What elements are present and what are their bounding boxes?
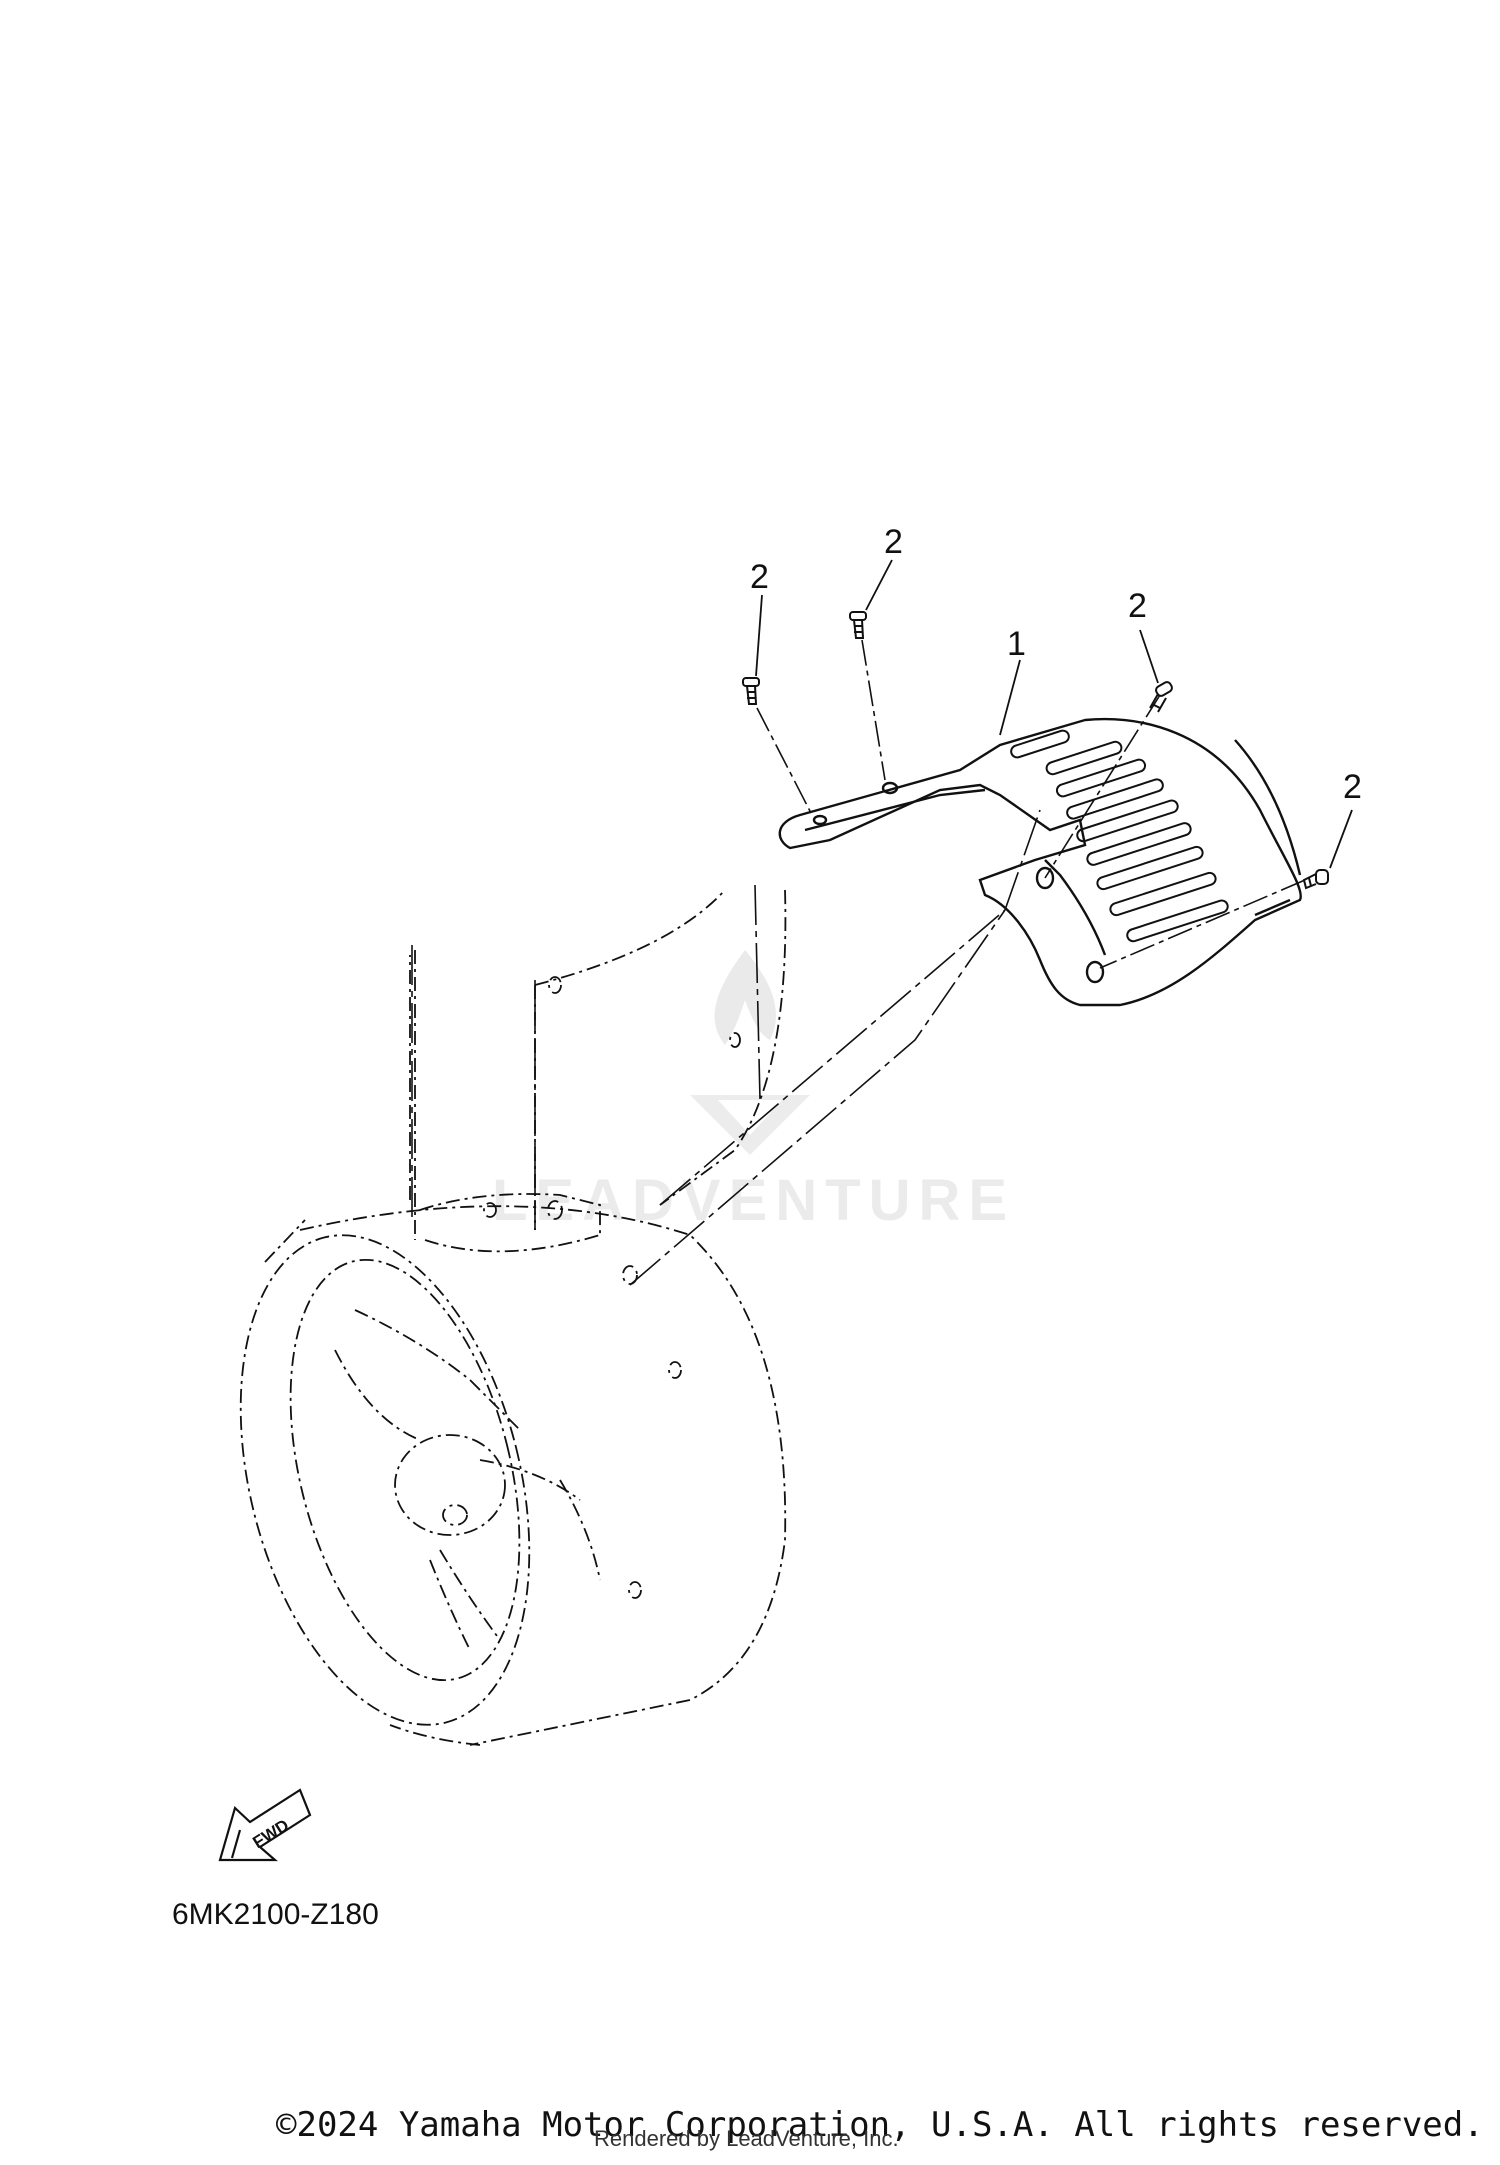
watermark: LEADVENTURE bbox=[492, 950, 1015, 1233]
fwd-arrow-icon bbox=[218, 1788, 312, 1862]
bolt-part-2c bbox=[1149, 681, 1173, 713]
copyright-notice: ©2024 Yamaha Motor Corporation, U.S.A. A… bbox=[276, 2105, 1484, 2145]
callout-part-1: 1 bbox=[1007, 625, 1026, 663]
grille-guard-part-1 bbox=[778, 717, 1302, 1007]
callout-part-2-top: 2 bbox=[884, 523, 903, 561]
leader-lines bbox=[755, 559, 1353, 869]
callout-part-2-left: 2 bbox=[750, 558, 769, 596]
watermark-text: LEADVENTURE bbox=[492, 1168, 1015, 1233]
callout-part-2-far-right: 2 bbox=[1343, 768, 1362, 806]
bolt-part-2b bbox=[849, 611, 867, 639]
bolt-part-2a bbox=[742, 677, 760, 705]
callout-part-2-right: 2 bbox=[1128, 587, 1147, 625]
fwd-label: FWD bbox=[249, 1816, 292, 1853]
centerlines bbox=[411, 809, 1041, 1286]
rendered-by-credit: Rendered by LeadVenture, Inc. bbox=[594, 2126, 899, 2151]
watermark-v-icon bbox=[690, 1095, 810, 1155]
jet-nozzle-housing bbox=[239, 889, 787, 1746]
fastener-centerlines bbox=[756, 639, 1306, 969]
watermark-flame-icon bbox=[714, 950, 776, 1045]
diagram-part-code: 6MK2100-Z180 bbox=[172, 1898, 379, 1931]
bolt-part-2d bbox=[1302, 869, 1329, 890]
